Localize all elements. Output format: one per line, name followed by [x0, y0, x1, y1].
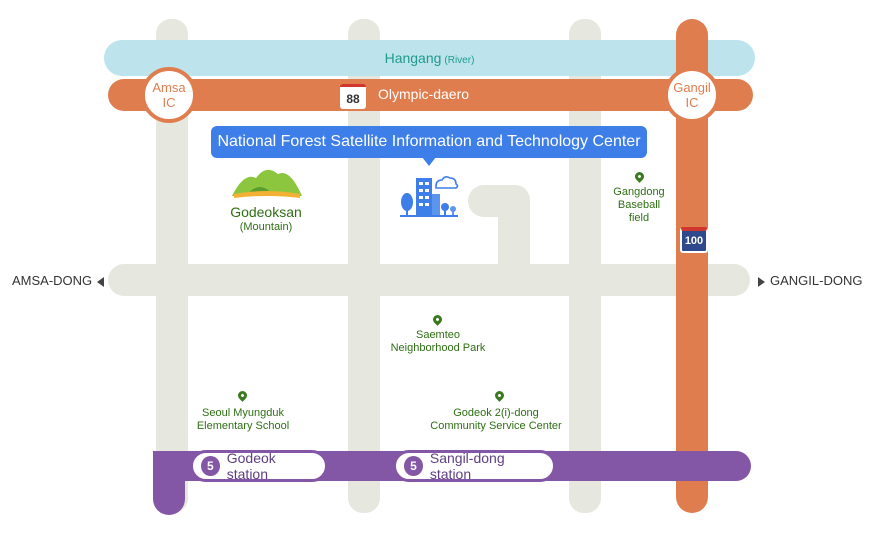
destination-callout: National Forest Satellite Information an…: [211, 126, 647, 158]
mountain-label: Godeoksan (Mountain): [206, 204, 326, 234]
station-sangil-dong-label: Sangil-dong station: [429, 450, 505, 482]
poi-community-center: Godeok 2(i)-dong Community Service Cente…: [426, 407, 566, 433]
gangil-ic-line1: Gangil: [673, 80, 711, 95]
park-pin-icon: [431, 313, 444, 326]
mountain-sub: (Mountain): [239, 221, 293, 233]
poi-baseball-line3: field: [628, 212, 650, 224]
direction-amsa-dong: AMSA-DONG: [12, 273, 105, 288]
arrow-left-icon: [97, 276, 105, 287]
route-88-shield: 88: [340, 84, 366, 109]
poi-school-line1: Seoul Myungduk: [202, 407, 284, 419]
poi-elementary-school: Seoul Myungduk Elementary School: [183, 407, 303, 433]
amsa-ic-marker: Amsa IC: [141, 67, 197, 123]
poi-baseball-field: Gangdong Baseball field: [599, 186, 679, 225]
direction-gangil-dong-label: GANGIL-DONG: [770, 273, 863, 288]
direction-amsa-dong-label: AMSA-DONG: [12, 273, 93, 288]
poi-neighborhood-park: Saemteo Neighborhood Park: [378, 329, 498, 355]
river-label: Hangang(River): [104, 40, 755, 76]
poi-baseball-line2: Baseball: [617, 199, 661, 211]
olympic-daero-label: Olympic-daero: [378, 86, 470, 102]
road-olympic-daero: [108, 79, 753, 111]
poi-community-line1: Godeok 2(i)-dong: [453, 407, 539, 419]
road-branch-vertical: [498, 185, 530, 281]
line-5-badge-icon: 5: [201, 456, 220, 476]
poi-school-line2: Elementary School: [196, 420, 290, 432]
direction-gangil-dong: GANGIL-DONG: [758, 273, 862, 288]
poi-park-line2: Neighborhood Park: [390, 342, 486, 354]
poi-baseball-line1: Gangdong: [613, 186, 665, 198]
amsa-ic-line2: IC: [162, 95, 176, 110]
baseball-field-pin-icon: [633, 170, 646, 183]
river-name: Hangang: [384, 50, 442, 66]
poi-community-line2: Community Service Center: [430, 420, 562, 432]
line-5-badge-icon: 5: [404, 456, 423, 476]
arrow-right-icon: [758, 276, 765, 287]
mountain-name: Godeoksan: [230, 204, 302, 220]
office-building-icon: [400, 176, 459, 217]
community-center-pin-icon: [493, 389, 506, 402]
river-band: [104, 40, 755, 76]
route-100-shield: 100: [680, 227, 708, 253]
mountain-icon: [232, 169, 302, 198]
gangil-ic-line2: IC: [685, 95, 699, 110]
amsa-ic-line1: Amsa: [152, 80, 186, 95]
gangil-ic-marker: Gangil IC: [664, 67, 720, 123]
river-sub: (River): [444, 55, 475, 66]
station-godeok-label: Godeok station: [226, 450, 276, 482]
poi-park-line1: Saemteo: [415, 329, 461, 341]
callout-pointer: [422, 157, 436, 166]
road-main-horizontal: [108, 264, 750, 296]
station-godeok: 5 Godeok station: [190, 450, 328, 482]
school-pin-icon: [236, 389, 249, 402]
station-sangil-dong: 5 Sangil-dong station: [393, 450, 556, 482]
